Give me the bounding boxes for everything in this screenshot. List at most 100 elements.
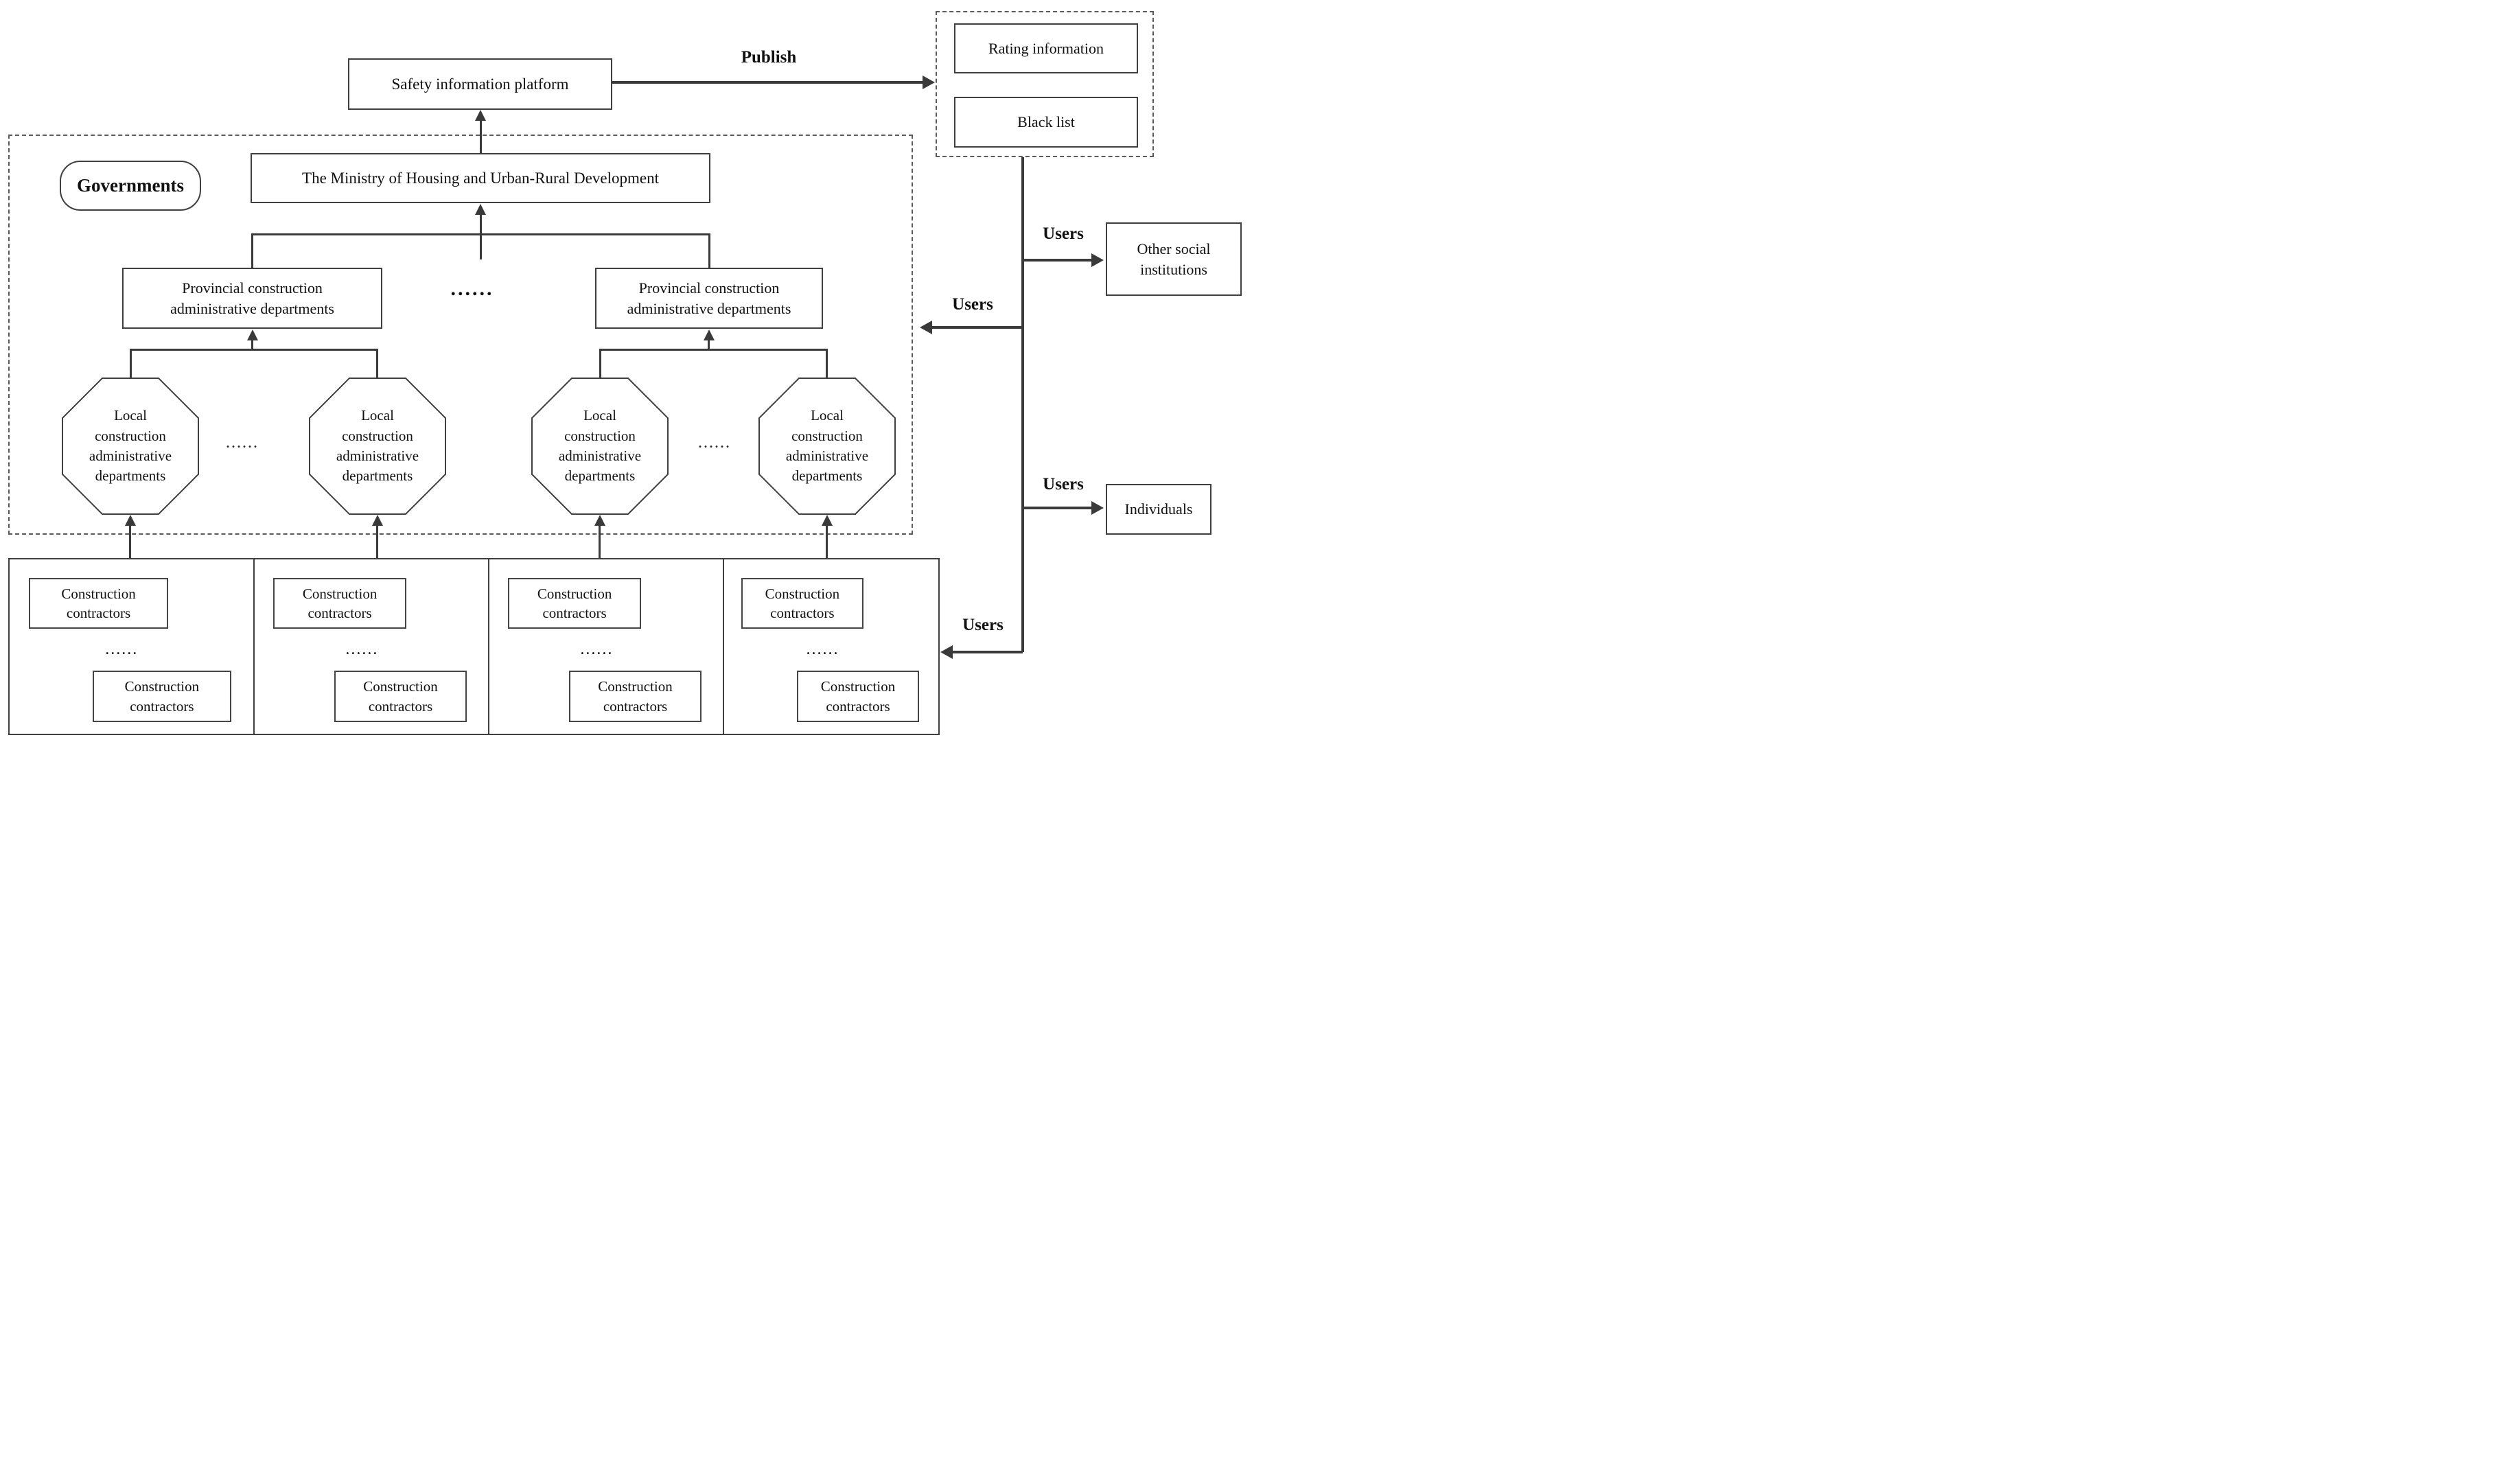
provincial-department-label: Provincial construction administrative d…: [627, 279, 791, 317]
provincial-ellipsis: ......: [450, 277, 494, 300]
provincial-connector-line: [251, 233, 710, 235]
users-to-individuals-arrowhead-icon: [1091, 501, 1104, 515]
group4-to-local-line: [826, 525, 828, 558]
ministry-label: The Ministry of Housing and Urban-Rural …: [302, 169, 659, 187]
to-provincial-left-arrowhead-icon: [247, 329, 258, 340]
group1-to-local-arrowhead-icon: [125, 515, 136, 526]
users-to-contractors-line: [953, 651, 1023, 653]
contractor-group-4: Construction contractors ...... Construc…: [723, 558, 940, 735]
contractor-group-1: Construction contractors ...... Construc…: [8, 558, 255, 735]
construction-contractors-label: Construction contractors: [302, 585, 378, 621]
octagon-shape-icon: [62, 378, 199, 515]
local-connector-left-drop1: [130, 350, 132, 378]
contractor-ellipsis: ......: [806, 640, 839, 658]
local-department-label: Local construction administrative depart…: [558, 407, 642, 485]
octagon-shape-icon: [758, 378, 896, 515]
ministry-to-platform-line: [480, 120, 482, 154]
users-to-other-social-arrowhead-icon: [1091, 253, 1104, 267]
local-connector-left-line: [130, 349, 378, 351]
users-label-top: Users: [1043, 224, 1084, 243]
group4-to-local-arrowhead-icon: [822, 515, 833, 526]
provincial-department-box-left: Provincial construction administrative d…: [122, 268, 382, 329]
published-outputs-dashed-box: [936, 11, 1154, 157]
black-list-label: Black list: [1017, 113, 1075, 131]
local-department-label: Local construction administrative depart…: [89, 407, 172, 485]
governments-dashed-box: [8, 135, 913, 535]
to-provincial-left-line: [251, 340, 253, 349]
publish-label: Publish: [741, 48, 797, 67]
group3-to-local-arrowhead-icon: [594, 515, 605, 526]
construction-contractors-box: Construction contractors: [741, 578, 863, 629]
black-list-box: Black list: [954, 97, 1138, 148]
local-department-octagon-4: Local construction administrative depart…: [758, 378, 896, 515]
connector-to-ministry-line: [480, 214, 482, 259]
local-connector-right-drop2: [826, 350, 828, 378]
governments-label-badge: Governments: [60, 161, 201, 211]
users-to-other-social-line: [1024, 259, 1091, 262]
provincial-department-label: Provincial construction administrative d…: [170, 279, 334, 317]
rating-information-label: Rating information: [988, 39, 1104, 57]
provincial-connector-drop-right: [708, 235, 710, 268]
to-provincial-right-arrowhead-icon: [704, 329, 715, 340]
individuals-label: Individuals: [1124, 500, 1193, 518]
safety-information-platform-label: Safety information platform: [391, 75, 569, 93]
users-label-contractors: Users: [962, 616, 1004, 634]
construction-contractors-box: Construction contractors: [508, 578, 641, 629]
organization-diagram: Safety information platform Publish Rati…: [0, 0, 1246, 742]
group2-to-local-line: [376, 525, 378, 558]
ministry-to-platform-arrowhead-icon: [475, 110, 486, 121]
construction-contractors-box: Construction contractors: [92, 671, 232, 722]
construction-contractors-label: Construction contractors: [363, 678, 438, 715]
group1-to-local-line: [129, 525, 131, 558]
construction-contractors-label: Construction contractors: [124, 678, 200, 715]
connector-to-ministry-arrowhead-icon: [475, 204, 486, 215]
safety-information-platform-box: Safety information platform: [348, 58, 612, 110]
construction-contractors-box: Construction contractors: [273, 578, 406, 629]
publish-arrow-line: [612, 81, 923, 84]
construction-contractors-box: Construction contractors: [334, 671, 467, 722]
construction-contractors-box: Construction contractors: [797, 671, 919, 722]
other-social-institutions-box: Other social institutions: [1106, 222, 1242, 296]
local-connector-right-line: [599, 349, 828, 351]
local-department-label: Local construction administrative depart…: [336, 407, 419, 485]
contractor-group-2: Construction contractors ...... Construc…: [253, 558, 489, 735]
users-label-individuals: Users: [1043, 475, 1084, 494]
contractor-group-3: Construction contractors ...... Construc…: [488, 558, 724, 735]
octagon-shape-icon: [531, 378, 669, 515]
local-connector-right-drop1: [599, 350, 601, 378]
construction-contractors-label: Construction contractors: [820, 678, 896, 715]
construction-contractors-label: Construction contractors: [765, 585, 840, 621]
construction-contractors-label: Construction contractors: [537, 585, 612, 621]
group3-to-local-line: [599, 525, 601, 558]
other-social-institutions-label: Other social institutions: [1137, 240, 1211, 278]
ministry-box: The Ministry of Housing and Urban-Rural …: [251, 153, 710, 203]
users-label-to-governments: Users: [952, 295, 993, 314]
group2-to-local-arrowhead-icon: [372, 515, 383, 526]
local-department-label: Local construction administrative depart…: [785, 407, 869, 485]
provincial-department-box-right: Provincial construction administrative d…: [595, 268, 823, 329]
contractor-ellipsis: ......: [345, 640, 379, 658]
users-to-governments-arrowhead-icon: [920, 321, 932, 334]
rating-information-box: Rating information: [954, 23, 1138, 73]
local-department-octagon-3: Local construction administrative depart…: [531, 378, 669, 515]
to-provincial-right-line: [708, 340, 710, 349]
individuals-box: Individuals: [1106, 484, 1211, 535]
construction-contractors-box: Construction contractors: [568, 671, 702, 722]
publish-arrowhead-icon: [923, 76, 935, 89]
users-trunk-line: [1021, 157, 1024, 652]
construction-contractors-label: Construction contractors: [598, 678, 673, 715]
local-ellipsis-left: ......: [226, 434, 259, 452]
users-to-contractors-arrowhead-icon: [940, 645, 953, 659]
users-to-governments-line: [932, 326, 1021, 329]
construction-contractors-box: Construction contractors: [29, 578, 168, 629]
local-connector-left-drop2: [376, 350, 378, 378]
local-department-octagon-1: Local construction administrative depart…: [62, 378, 199, 515]
construction-contractors-label: Construction contractors: [61, 585, 136, 621]
contractor-ellipsis: ......: [580, 640, 614, 658]
users-to-individuals-line: [1024, 507, 1091, 509]
governments-label: Governments: [77, 175, 184, 196]
contractor-ellipsis: ......: [105, 640, 139, 658]
local-department-octagon-2: Local construction administrative depart…: [309, 378, 446, 515]
provincial-connector-drop-left: [251, 235, 253, 268]
octagon-shape-icon: [309, 378, 446, 515]
